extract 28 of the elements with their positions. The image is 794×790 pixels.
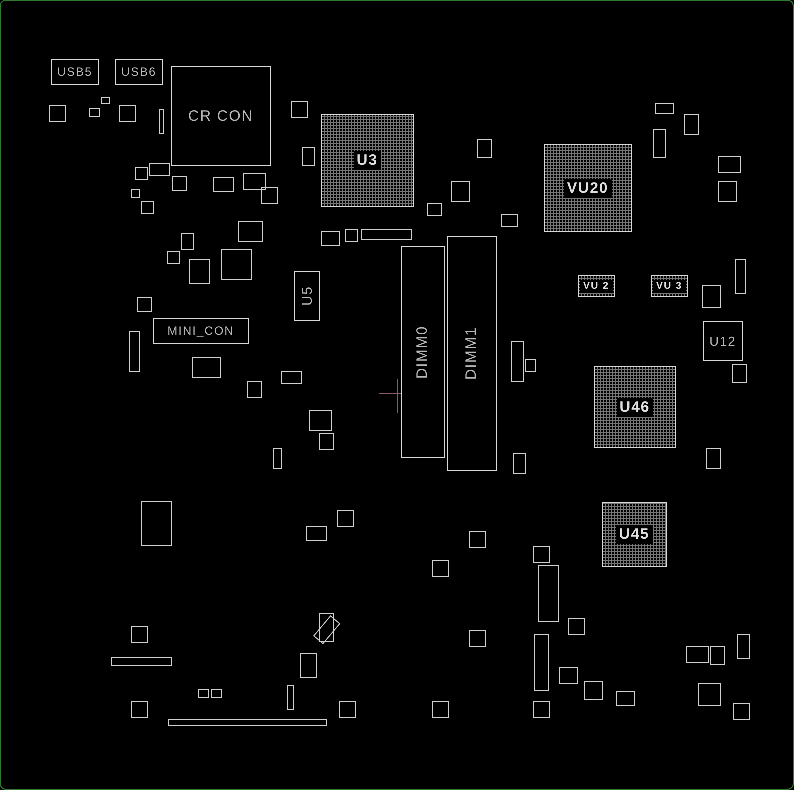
reference-designator: U3 <box>354 151 382 170</box>
reference-designator: CR CON <box>188 108 254 124</box>
component-outline <box>294 271 320 321</box>
component-outline <box>703 321 743 361</box>
reference-designator: U45 <box>616 525 653 544</box>
bga-chip <box>578 275 615 297</box>
reference-designator: VU 3 <box>653 280 686 292</box>
reference-designator: U12 <box>710 334 736 348</box>
reference-designator: MINI_CON <box>168 324 234 338</box>
bga-chip <box>321 114 414 207</box>
reference-designator: U46 <box>616 398 654 416</box>
component-outline <box>51 59 99 85</box>
component-outline <box>153 318 249 344</box>
reference-designator: U5 <box>299 286 315 306</box>
reference-designator: USB5 <box>57 65 93 79</box>
bga-chip <box>602 502 667 567</box>
component-outline <box>401 246 445 458</box>
reference-designator: DIMM0 <box>414 325 432 379</box>
reference-designator: VU 2 <box>580 280 613 292</box>
component-outline <box>171 66 271 166</box>
reference-designator: USB6 <box>121 65 157 79</box>
reference-designator: VU20 <box>564 178 612 198</box>
reference-designator: DIMM1 <box>464 326 480 380</box>
bga-chip <box>594 366 676 448</box>
component-outline <box>447 236 497 471</box>
bga-chip <box>544 144 632 232</box>
bga-chip <box>651 275 688 297</box>
component-outline <box>115 59 163 85</box>
